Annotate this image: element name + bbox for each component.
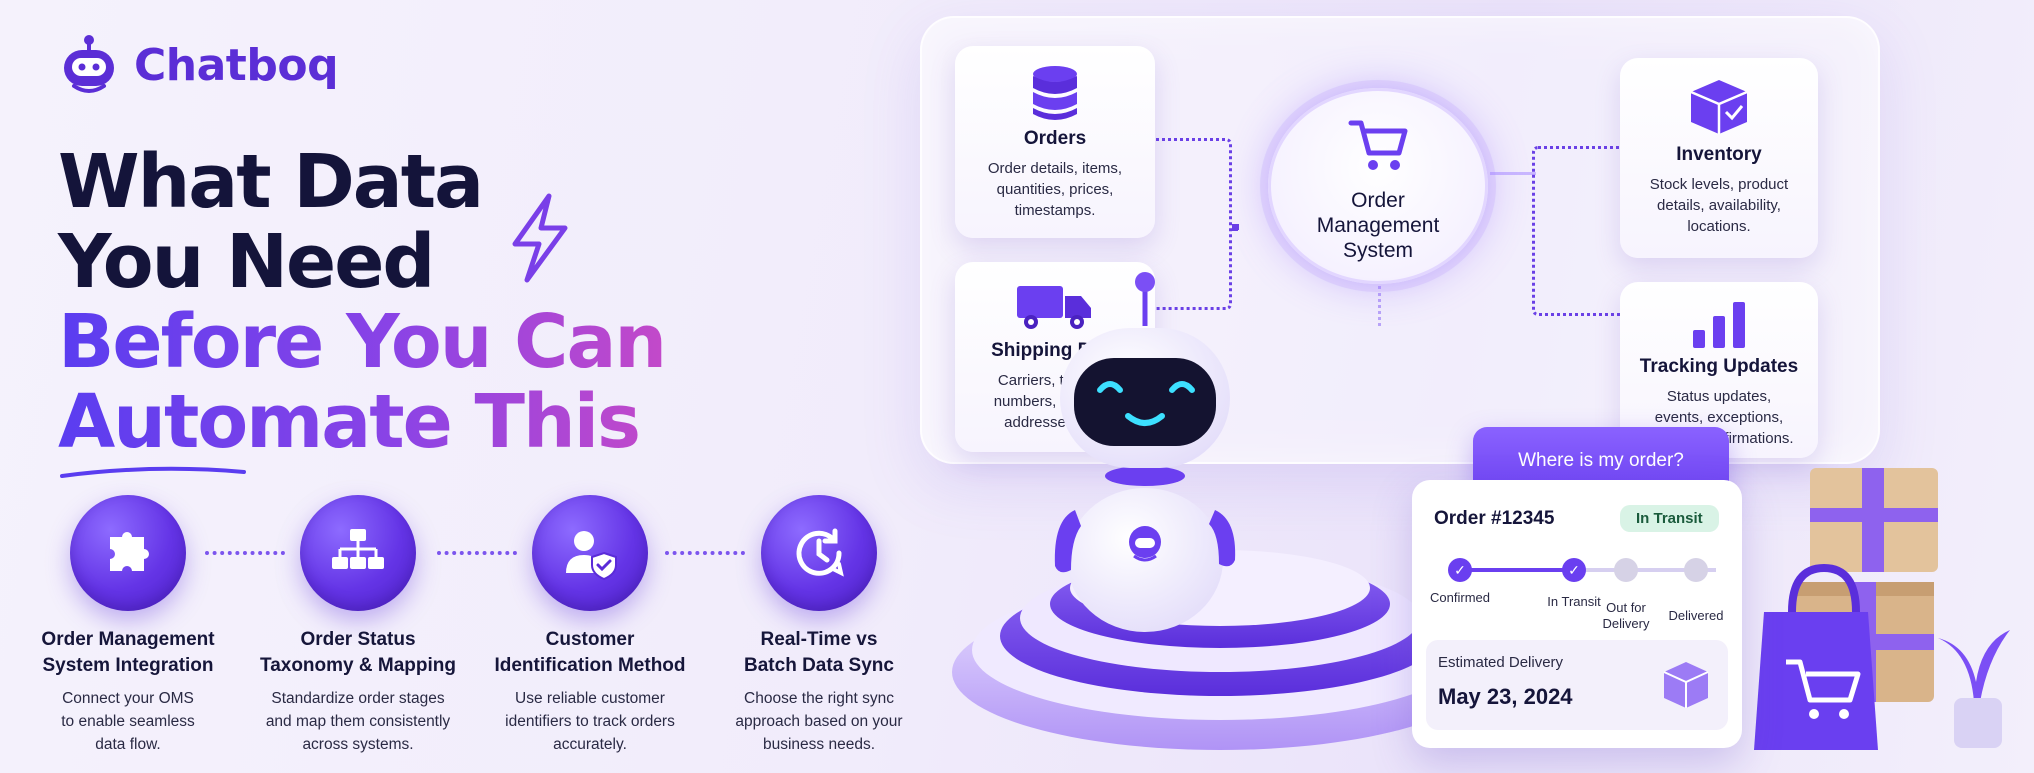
clock-sync-icon bbox=[796, 528, 844, 577]
puzzle-icon bbox=[110, 532, 149, 571]
feature-connector bbox=[437, 551, 517, 555]
headline-line-1: What Data bbox=[58, 139, 484, 225]
order-id: Order #12345 bbox=[1434, 508, 1555, 529]
eta-date: May 23, 2024 bbox=[1438, 684, 1573, 709]
orders-title: Orders bbox=[1023, 128, 1087, 149]
orders-card: Orders Order details, items,quantities, … bbox=[955, 46, 1155, 238]
step-pending-icon bbox=[1614, 558, 1638, 582]
lightning-bolt-icon bbox=[512, 193, 568, 283]
step-pending-icon bbox=[1684, 558, 1708, 582]
progress-done bbox=[1460, 568, 1576, 572]
tracking-title: Tracking Updates bbox=[1639, 356, 1799, 377]
connector-center-down bbox=[1378, 286, 1381, 326]
feature-connector bbox=[665, 551, 745, 555]
estimated-delivery-box: Estimated Delivery May 23, 2024 bbox=[1426, 640, 1728, 730]
inventory-title: Inventory bbox=[1676, 144, 1762, 165]
box-icon bbox=[1690, 80, 1748, 134]
headline: What Data You Need Before You Can Automa… bbox=[58, 139, 667, 462]
robot-illustration bbox=[952, 272, 1488, 750]
package-icon bbox=[1663, 662, 1709, 708]
database-icon bbox=[1033, 66, 1077, 120]
feature-icon-circle bbox=[532, 495, 648, 611]
headline-line-4: Automate This bbox=[58, 382, 665, 462]
feature-icon-circle bbox=[70, 495, 186, 611]
feature-icon-circle bbox=[300, 495, 416, 611]
feature-connector bbox=[205, 551, 285, 555]
truck-icon bbox=[1017, 286, 1091, 329]
step-label-confirmed: Confirmed bbox=[1430, 590, 1490, 605]
step-label-delivered: Delivered bbox=[1668, 608, 1724, 623]
hierarchy-icon bbox=[332, 529, 384, 569]
brand: Chatboq bbox=[58, 34, 339, 96]
headline-line-2: You Need bbox=[58, 219, 435, 305]
progress-remaining bbox=[1576, 568, 1716, 572]
robot-logo-icon bbox=[64, 35, 114, 93]
step-done-icon: ✓ bbox=[1448, 558, 1472, 582]
bar-chart-icon bbox=[1693, 302, 1745, 348]
brand-name: Chatboq bbox=[134, 39, 339, 91]
eta-label: Estimated Delivery bbox=[1438, 654, 1564, 671]
connector-left-join bbox=[1232, 224, 1238, 230]
connector-right bbox=[1532, 146, 1624, 316]
order-status-card: Order #12345 In Transit ✓ ✓ Confirmed In… bbox=[1412, 480, 1742, 748]
status-badge: In Transit bbox=[1620, 505, 1719, 532]
user-shield-icon bbox=[566, 531, 617, 581]
orders-description: Order details, items,quantities, prices,… bbox=[987, 160, 1123, 219]
connector-left bbox=[1156, 138, 1232, 310]
feature-icon-circle bbox=[761, 495, 877, 611]
cart-icon bbox=[1348, 120, 1408, 170]
oms-title: Order Management System bbox=[1316, 189, 1440, 262]
packages-illustration bbox=[1754, 468, 2010, 750]
headline-underline bbox=[60, 466, 246, 478]
headline-line-3: Before You Can bbox=[58, 299, 667, 385]
step-done-icon: ✓ bbox=[1562, 558, 1586, 582]
connector-right-line bbox=[1490, 172, 1536, 175]
step-label-in-transit: In Transit bbox=[1547, 594, 1601, 609]
order-management-system-node: Order Management System bbox=[1268, 88, 1488, 284]
